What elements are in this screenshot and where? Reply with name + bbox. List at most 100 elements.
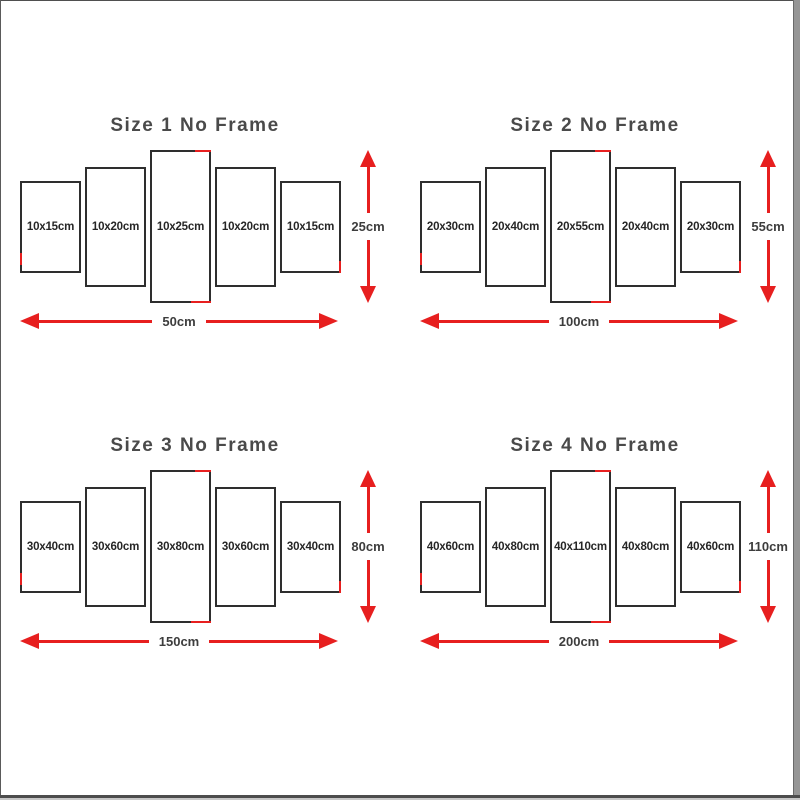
size-4-diagram: Size 4 No Frame 40x60cm 40x80cm 40x110cm… <box>400 420 800 740</box>
dimension-line <box>39 639 149 643</box>
dimension-line <box>439 319 549 323</box>
panel-size-label: 40x60cm <box>686 541 735 553</box>
canvas-panel: 10x15cm <box>20 181 81 273</box>
arrowhead-left-icon <box>20 633 39 649</box>
panel-size-label: 20x30cm <box>426 221 475 233</box>
arrowhead-down-icon <box>360 606 376 623</box>
dimension-line <box>766 487 770 533</box>
panel-size-label: 20x40cm <box>621 221 670 233</box>
panel-size-label: 30x60cm <box>221 541 270 553</box>
canvas-panel: 10x20cm <box>215 167 276 287</box>
dimension-line <box>39 319 153 323</box>
arrowhead-up-icon <box>760 470 776 487</box>
red-corner-mark <box>420 573 422 585</box>
arrowhead-right-icon <box>719 313 739 329</box>
canvas-panel: 30x60cm <box>215 487 276 607</box>
height-arrow: 80cm <box>351 470 385 623</box>
dimension-line <box>209 639 320 643</box>
width-arrow: 200cm <box>420 633 739 649</box>
arrowhead-right-icon <box>719 633 739 649</box>
panel-size-label: 30x60cm <box>91 541 140 553</box>
width-label: 100cm <box>558 313 600 329</box>
canvas-panel: 30x80cm <box>150 470 211 623</box>
panel-size-label: 40x80cm <box>491 541 540 553</box>
dimension-line <box>766 560 770 606</box>
red-corner-mark <box>595 150 611 152</box>
red-corner-mark <box>339 261 341 273</box>
panel-size-label: 10x15cm <box>286 221 335 233</box>
red-corner-mark <box>20 253 22 265</box>
red-corner-mark <box>591 621 611 623</box>
size-3-diagram: Size 3 No Frame 30x40cm 30x60cm 30x80cm … <box>0 420 400 740</box>
arrowhead-left-icon <box>20 313 39 329</box>
panel-size-label: 20x40cm <box>491 221 540 233</box>
arrowhead-down-icon <box>760 606 776 623</box>
dimension-line <box>205 319 319 323</box>
panel-size-label: 30x80cm <box>156 540 205 553</box>
diagram-title: Size 1 No Frame <box>110 115 280 136</box>
red-corner-mark <box>191 301 211 303</box>
red-corner-mark <box>339 581 341 593</box>
canvas-panel: 30x40cm <box>280 501 341 593</box>
height-label: 55cm <box>751 219 785 234</box>
arrowhead-down-icon <box>760 286 776 303</box>
panel-size-label: 10x20cm <box>221 221 270 233</box>
canvas-panel: 10x15cm <box>280 181 341 273</box>
height-label: 25cm <box>351 219 385 234</box>
page-edge-top <box>0 0 800 1</box>
panel-size-label: 10x20cm <box>91 221 140 233</box>
canvas-panel: 40x60cm <box>680 501 741 593</box>
diagram-title: Size 2 No Frame <box>510 115 680 136</box>
dimension-line <box>439 639 549 643</box>
red-corner-mark <box>739 581 741 593</box>
diagram-title: Size 3 No Frame <box>110 435 280 456</box>
canvas-panel: 30x60cm <box>85 487 146 607</box>
canvas-panel: 40x80cm <box>615 487 676 607</box>
dimension-line <box>609 639 720 643</box>
diagram-title: Size 4 No Frame <box>510 435 680 456</box>
size-1-diagram: Size 1 No Frame 10x15cm 10x20cm 10x25cm … <box>0 100 400 420</box>
canvas-panel: 20x30cm <box>680 181 741 273</box>
canvas-panel: 40x80cm <box>485 487 546 607</box>
page-edge-right <box>793 0 794 800</box>
canvas-panel: 10x25cm <box>150 150 211 303</box>
height-arrow: 25cm <box>351 150 385 303</box>
width-label: 50cm <box>162 313 196 329</box>
page-edge-bottom-light <box>0 798 800 800</box>
red-corner-mark <box>739 261 741 273</box>
page-edge-bottom <box>0 795 800 798</box>
dimension-line <box>609 319 720 323</box>
panel-size-label: 40x60cm <box>426 541 475 553</box>
arrowhead-right-icon <box>319 633 339 649</box>
height-label: 80cm <box>351 539 385 554</box>
panel-size-label: 20x55cm <box>556 220 605 233</box>
panel-size-label: 10x25cm <box>156 220 205 233</box>
panel-size-label: 10x15cm <box>26 221 75 233</box>
width-arrow: 50cm <box>20 313 338 329</box>
panel-size-label: 20x30cm <box>686 221 735 233</box>
dimension-line <box>366 240 370 286</box>
page-edge-left <box>0 0 1 800</box>
size-2-diagram: Size 2 No Frame 20x30cm 20x40cm 20x55cm … <box>400 100 800 420</box>
canvas-panel: 20x40cm <box>615 167 676 287</box>
width-arrow: 150cm <box>20 633 339 649</box>
dimension-line <box>366 167 370 213</box>
canvas-panel: 20x40cm <box>485 167 546 287</box>
dimension-line <box>366 487 370 533</box>
red-corner-mark <box>20 573 22 585</box>
height-arrow: 110cm <box>748 470 788 623</box>
red-corner-mark <box>595 470 611 472</box>
canvas-panel: 20x55cm <box>550 150 611 303</box>
width-arrow: 100cm <box>420 313 739 329</box>
width-label: 200cm <box>558 633 600 649</box>
panel-size-label: 30x40cm <box>26 541 75 553</box>
panel-size-label: 40x110cm <box>554 540 607 553</box>
arrowhead-left-icon <box>420 633 439 649</box>
red-corner-mark <box>420 253 422 265</box>
canvas-panel: 10x20cm <box>85 167 146 287</box>
red-corner-mark <box>195 150 211 152</box>
canvas-panel: 30x40cm <box>20 501 81 593</box>
panel-size-label: 30x40cm <box>286 541 335 553</box>
arrowhead-up-icon <box>360 150 376 167</box>
canvas-panel: 40x110cm <box>550 470 611 623</box>
